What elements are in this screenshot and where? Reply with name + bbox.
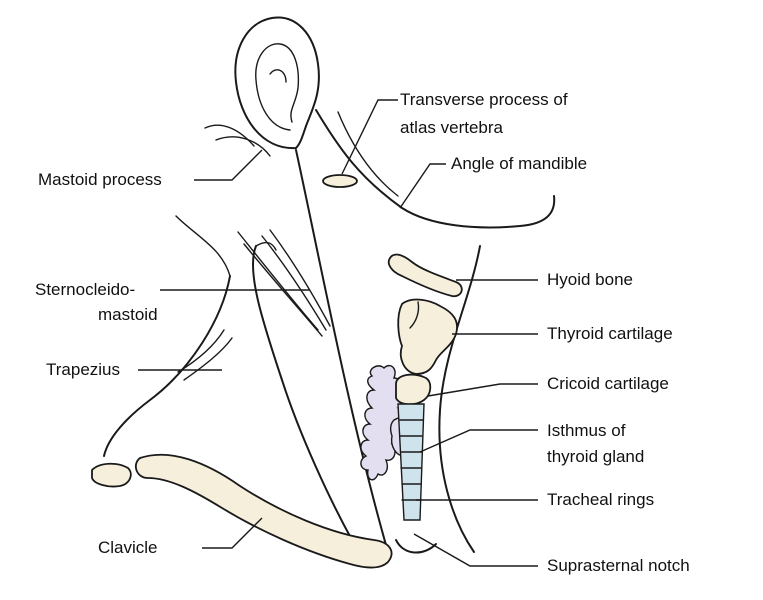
leader-mastoid-process bbox=[194, 149, 263, 181]
neck-back-line bbox=[175, 215, 231, 277]
thyroid-cartilage bbox=[397, 298, 458, 375]
ear-lobe-fold bbox=[269, 69, 287, 83]
label-tracheal-rings: Tracheal rings bbox=[547, 490, 655, 509]
cricoid-cartilage bbox=[395, 373, 432, 406]
ear bbox=[234, 16, 320, 150]
scm-fiber bbox=[261, 235, 327, 331]
sternocleidomastoid-front bbox=[295, 149, 389, 553]
trapezius-outline bbox=[103, 275, 231, 457]
label-hyoid-bone: Hyoid bone bbox=[547, 270, 634, 289]
leader-cricoid-cartilage bbox=[427, 383, 538, 397]
leader-angle-of-mandible bbox=[399, 163, 446, 209]
leader-suprasternal-notch bbox=[413, 533, 538, 567]
leader-transverse-process bbox=[341, 99, 398, 175]
label-transverse-process-line2: atlas vertebra bbox=[400, 118, 503, 137]
label-trapezius: Trapezius bbox=[46, 360, 121, 379]
scm-fiber bbox=[243, 243, 323, 337]
atlas-transverse-process bbox=[322, 174, 358, 188]
mastoid-region bbox=[215, 136, 271, 157]
trachea bbox=[397, 403, 425, 521]
leader-clavicle bbox=[202, 517, 263, 549]
clavicle bbox=[134, 453, 393, 569]
label-thyroid-cartilage: Thyroid cartilage bbox=[547, 324, 673, 343]
leader-isthmus bbox=[419, 429, 538, 453]
sternocleidomastoid-back bbox=[252, 245, 353, 541]
acromion bbox=[91, 462, 132, 488]
label-isthmus-line2: thyroid gland bbox=[547, 447, 645, 466]
anterior-neck-line bbox=[438, 245, 481, 553]
trapezius-fiber bbox=[183, 337, 233, 381]
ear-inner bbox=[255, 43, 300, 131]
label-angle-of-mandible: Angle of mandible bbox=[451, 154, 588, 173]
skin-fold bbox=[204, 124, 255, 147]
face-line bbox=[337, 111, 399, 197]
scm-fiber bbox=[269, 229, 331, 327]
scm-fiber bbox=[237, 231, 319, 331]
label-cricoid-cartilage: Cricoid cartilage bbox=[547, 374, 669, 393]
label-clavicle: Clavicle bbox=[98, 538, 158, 557]
label-sternocleidomastoid-line1: Sternocleido- bbox=[35, 280, 136, 299]
label-suprasternal-notch: Suprasternal notch bbox=[547, 556, 690, 575]
label-transverse-process-line1: Transverse process of bbox=[400, 90, 568, 109]
label-sternocleidomastoid-line2: mastoid bbox=[98, 305, 158, 324]
suprasternal-notch bbox=[395, 539, 437, 554]
trapezius-fiber bbox=[177, 329, 225, 373]
hyoid-bone bbox=[387, 253, 463, 298]
jaw-line bbox=[315, 109, 556, 229]
label-mastoid-process: Mastoid process bbox=[38, 170, 162, 189]
thyroid-notch bbox=[409, 301, 420, 329]
label-isthmus-line1: Isthmus of bbox=[547, 421, 626, 440]
sternocleidomastoid-top bbox=[255, 241, 277, 251]
